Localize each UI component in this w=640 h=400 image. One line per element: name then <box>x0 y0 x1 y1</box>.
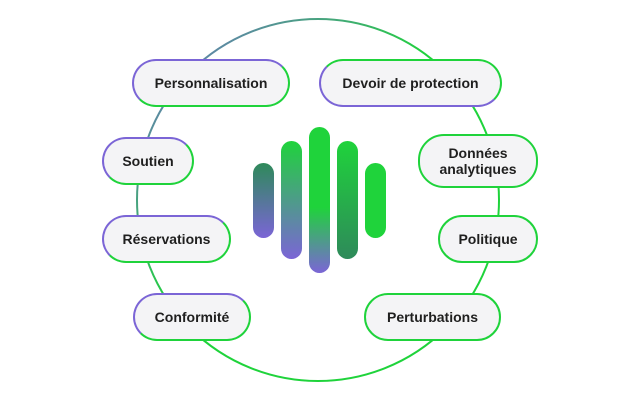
wave-bar-2 <box>281 141 302 259</box>
wave-bar-1 <box>253 163 274 238</box>
node-perturbations: Perturbations <box>364 293 501 341</box>
node-politique: Politique <box>438 215 538 263</box>
node-soutien: Soutien <box>102 137 194 185</box>
wave-bar-4 <box>337 141 358 259</box>
node-conformite: Conformité <box>133 293 251 341</box>
node-donnees-analytiques: Données analytiques <box>418 134 538 188</box>
node-personnalisation: Personnalisation <box>132 59 290 107</box>
node-devoir-de-protection: Devoir de protection <box>319 59 502 107</box>
wave-bar-5 <box>365 163 386 238</box>
wave-bar-3 <box>309 127 330 273</box>
node-reservations: Réservations <box>102 215 231 263</box>
